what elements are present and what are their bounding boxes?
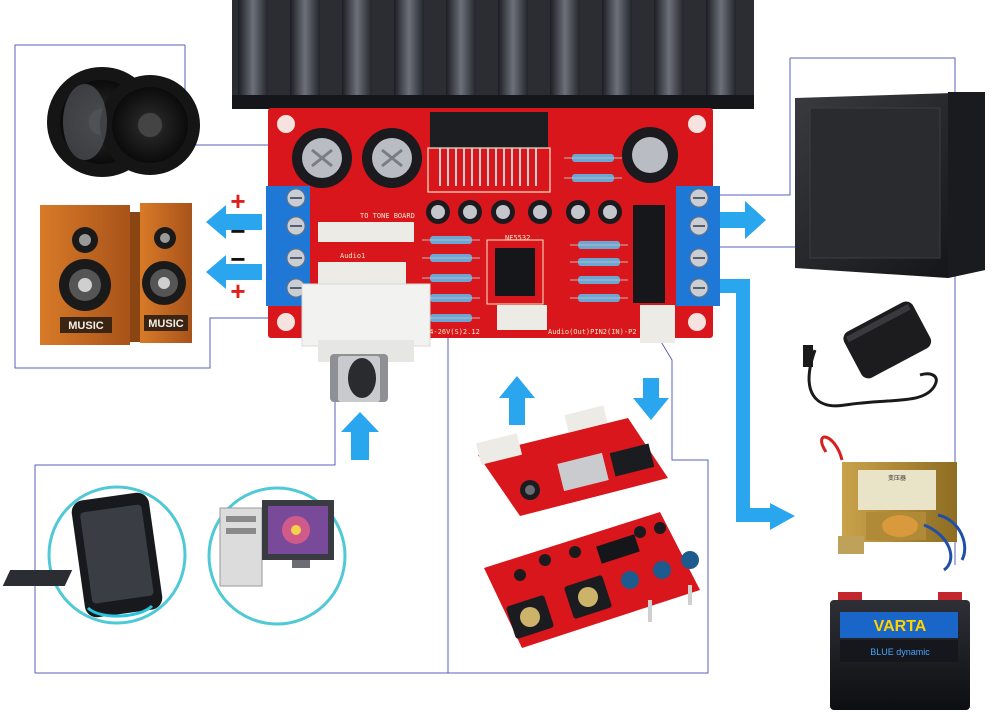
power-connector bbox=[640, 305, 675, 343]
amplifier-board: TO TONE BOARD NE5532 Audio1 24-26V(S)2.1… bbox=[266, 108, 720, 343]
heatsink-fin bbox=[238, 0, 268, 98]
heatsink bbox=[232, 0, 754, 109]
filter-capacitor bbox=[362, 128, 422, 188]
polarity-signs: + − − + bbox=[230, 186, 245, 306]
aux-connector bbox=[497, 305, 547, 330]
mount-hole bbox=[277, 313, 295, 331]
tone-capacitor bbox=[654, 522, 666, 534]
mount-hole bbox=[688, 115, 706, 133]
connection-frame-lines bbox=[14, 44, 956, 674]
op-amp-chip bbox=[495, 248, 535, 296]
arrow-power-head bbox=[770, 503, 795, 530]
small-capacitor-top bbox=[533, 205, 547, 219]
voltage-regulator bbox=[633, 205, 665, 303]
blue-arrows bbox=[206, 201, 766, 460]
arrow-aux-down bbox=[633, 378, 669, 420]
tone-capacitor bbox=[569, 546, 581, 558]
audio-input-connector bbox=[318, 262, 406, 284]
cabinet-badge: MUSIC bbox=[148, 318, 184, 330]
heatsink-fin bbox=[394, 0, 424, 98]
battery-model: BLUE dynamic bbox=[870, 647, 930, 657]
filter-capacitor bbox=[292, 128, 352, 188]
arrow-left-output bbox=[206, 205, 262, 239]
heatsink-fin bbox=[602, 0, 632, 98]
heatsink-fin bbox=[342, 0, 372, 98]
heatsink-fin bbox=[654, 0, 684, 98]
heatsink-fin bbox=[446, 0, 476, 98]
power-adapter bbox=[803, 301, 938, 408]
usb-decoder-module bbox=[475, 405, 668, 516]
car-battery: VARTA BLUE dynamic bbox=[830, 592, 970, 710]
transformer-label: 变压器 bbox=[888, 474, 906, 482]
arrow-left-output bbox=[206, 255, 262, 289]
cabinet-badge: MUSIC bbox=[68, 320, 104, 332]
arrow-input-up bbox=[341, 412, 379, 460]
speaker-cabinet: MUSIC bbox=[40, 205, 144, 345]
small-capacitor-top bbox=[431, 205, 445, 219]
small-capacitor-top bbox=[496, 205, 510, 219]
rca-input-jack bbox=[301, 283, 431, 402]
mount-hole bbox=[277, 115, 295, 133]
heatsink-fin bbox=[498, 0, 528, 98]
arrow-power-path bbox=[720, 279, 770, 522]
plus-sign: + bbox=[230, 276, 245, 306]
battery-brand: VARTA bbox=[874, 618, 927, 635]
tone-control-board bbox=[484, 512, 700, 648]
small-capacitor-top bbox=[571, 205, 585, 219]
heatsink-fin bbox=[290, 0, 320, 98]
subwoofer bbox=[795, 92, 985, 278]
transformer: 变压器 bbox=[820, 435, 967, 572]
speaker-cabinet: MUSIC bbox=[140, 203, 192, 343]
power-ic bbox=[430, 112, 548, 148]
smartphone-source bbox=[47, 485, 187, 625]
arrow-aux-up bbox=[499, 376, 535, 425]
small-capacitor-top bbox=[603, 205, 617, 219]
computer-source bbox=[2, 486, 347, 626]
silkscreen-audio: Audio1 bbox=[340, 252, 365, 260]
speaker-drivers bbox=[47, 67, 200, 177]
tone-board-connector bbox=[318, 222, 414, 242]
right-power-terminal-block bbox=[676, 186, 720, 306]
tone-capacitor bbox=[514, 569, 526, 581]
heatsink-fin bbox=[706, 0, 736, 98]
silkscreen-out: Audio(Out)PIN2(IN)-P2 bbox=[548, 328, 637, 336]
silkscreen-opamp: NE5532 bbox=[505, 234, 530, 242]
silkscreen-tone: TO TONE BOARD bbox=[360, 212, 415, 220]
tone-capacitor bbox=[539, 554, 551, 566]
arrow-right-output bbox=[720, 201, 766, 239]
plus-sign: + bbox=[230, 186, 245, 216]
speaker-cabinets: MUSIC MUSIC bbox=[40, 203, 192, 345]
mount-hole bbox=[688, 313, 706, 331]
heatsink-fin bbox=[550, 0, 580, 98]
small-capacitor-top bbox=[463, 205, 477, 219]
tone-capacitor bbox=[634, 526, 646, 538]
silkscreen-voltage: 24-26V(S)2.12 bbox=[425, 328, 480, 336]
filter-capacitor bbox=[622, 127, 678, 183]
